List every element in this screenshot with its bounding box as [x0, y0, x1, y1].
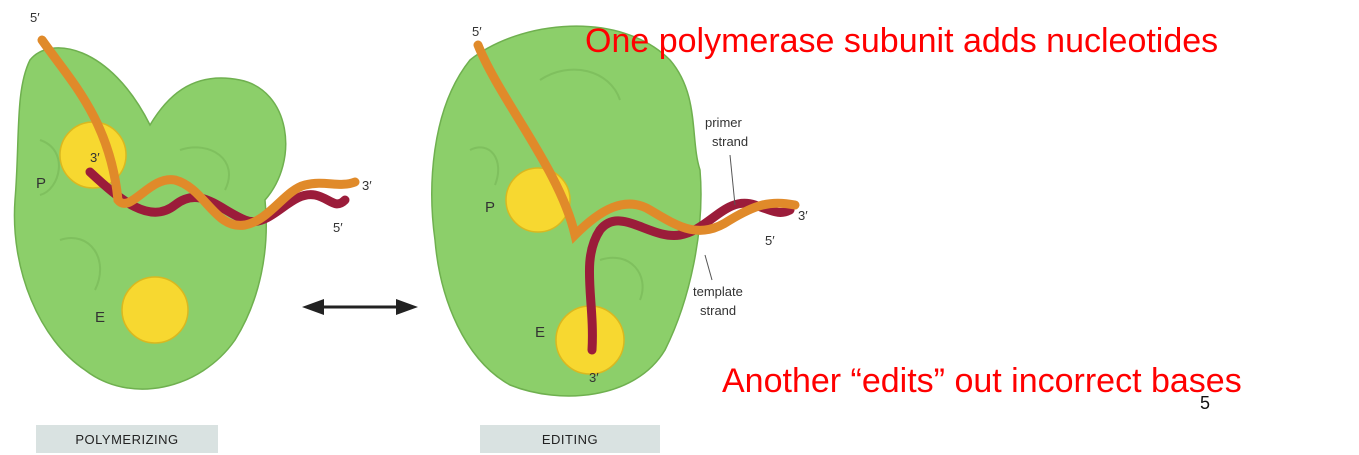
- slide-number: 5: [1200, 393, 1210, 414]
- label-site-e-left: E: [95, 309, 105, 326]
- label-5prime-end-left: 5′: [333, 220, 343, 235]
- label-site-e-right: E: [535, 324, 545, 341]
- label-primer-strand-2: strand: [712, 134, 748, 149]
- double-arrow-icon: [302, 299, 418, 315]
- caption-polymerizing: POLYMERIZING: [36, 425, 218, 453]
- label-template-strand-1: template: [693, 284, 743, 299]
- polymerizing-panel: 5′ 3′ 3′ 5′ P E: [14, 10, 372, 389]
- editing-site-e-left: [122, 277, 188, 343]
- label-5prime-top-right: 5′: [472, 24, 482, 39]
- label-3prime-p-left: 3′: [90, 150, 100, 165]
- label-template-strand-2: strand: [700, 303, 736, 318]
- caption-editing: EDITING: [480, 425, 660, 453]
- label-3prime-end-right: 3′: [798, 208, 808, 223]
- label-5prime-top-left: 5′: [30, 10, 40, 25]
- label-3prime-end-left: 3′: [362, 178, 372, 193]
- label-site-p-left: P: [36, 175, 46, 192]
- editing-panel: 5′ 3′ 5′ 3′ P E primer strand template s…: [432, 24, 808, 396]
- label-primer-strand-1: primer: [705, 115, 743, 130]
- label-site-p-right: P: [485, 199, 495, 216]
- label-3prime-e-right: 3′: [589, 370, 599, 385]
- label-5prime-end-right: 5′: [765, 233, 775, 248]
- headline-bottom: Another “edits” out incorrect bases: [722, 362, 1242, 401]
- headline-top: One polymerase subunit adds nucleotides: [585, 22, 1218, 61]
